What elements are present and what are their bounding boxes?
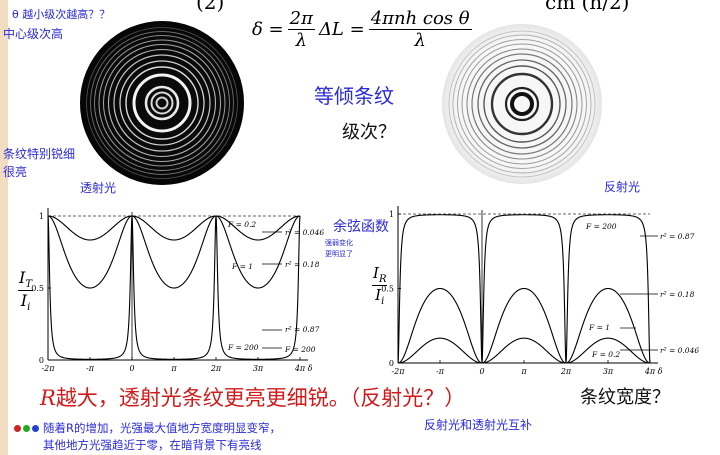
- curve-label: F = 1: [231, 262, 253, 271]
- r2-label: r² = 0.87: [660, 232, 695, 241]
- bullet-text-2: 其他地方光强趋近于零，在暗背景下有亮线: [43, 438, 262, 452]
- dark-fringe-ring: [477, 59, 567, 149]
- sidebar-strip: [0, 0, 8, 455]
- r2-label: r² = 0.87: [285, 325, 320, 334]
- x-tick-label: 4π: [644, 367, 656, 376]
- formula-mid: ΔL =: [318, 18, 365, 40]
- dark-fringe-ring: [504, 86, 540, 122]
- transmitted-fringe-disc: [80, 21, 244, 185]
- note-sharp: 条纹特别锐细: [3, 147, 76, 161]
- note-theta-question: θ 越小级次越高？？: [12, 8, 111, 21]
- formula-frac1: 2π λ: [287, 7, 315, 51]
- note-contrast-2: 更明显了: [325, 250, 353, 258]
- formula-frac1-num: 2π: [287, 7, 315, 30]
- curve-label: F = 0.2: [591, 350, 620, 359]
- x-tick-label: π: [520, 367, 527, 376]
- y-tick-label: 0.5: [31, 284, 44, 293]
- note-order-question: 级次？: [342, 122, 396, 143]
- r2-label: r² = 0.046: [285, 228, 324, 237]
- header-fragment-left: (2): [196, 0, 225, 14]
- disc-shading: [442, 24, 602, 184]
- curve-F-200: [47, 215, 301, 360]
- ylabel-IR-den: Ii: [375, 286, 385, 307]
- x-tick-label: π: [170, 364, 177, 373]
- conclusion-line: R越大，透射光条纹更亮更细锐。（反射光？）: [40, 388, 465, 409]
- conclusion-width: 条纹宽度？: [580, 387, 670, 408]
- note-equal-inclination: 等倾条纹: [314, 84, 394, 108]
- note-contrast-1: 强弱变化: [325, 239, 353, 247]
- x-tick-label: 0: [129, 364, 134, 373]
- bullet-dot-green: [23, 425, 30, 432]
- ylabel-IR-num: IR: [372, 264, 388, 286]
- y-tick-label: 0.5: [381, 285, 394, 294]
- ylabel-IT-den: Ii: [20, 291, 31, 314]
- formula-frac2: 4πnh cos θ λ: [368, 7, 472, 51]
- formula-frac1-den: λ: [295, 29, 307, 51]
- x-tick-label: δ: [658, 367, 663, 376]
- r2-label: r² = 0.046: [660, 346, 699, 355]
- bullet-dot-red: [14, 425, 21, 432]
- y-tick-label: 1: [39, 212, 44, 221]
- x-tick-label: -π: [436, 367, 445, 376]
- label-reflected: 反射光: [604, 180, 641, 194]
- x-tick-label: 2π: [560, 367, 572, 376]
- dark-fringe-ring: [483, 65, 561, 143]
- note-cosine: 余弦函数: [333, 219, 389, 235]
- y-tick-label: 0: [39, 356, 44, 365]
- x-tick-label: 2π: [210, 364, 222, 373]
- header-fragment-right: cm (n/2): [545, 0, 630, 14]
- reflected-fringe-disc: [442, 24, 602, 184]
- reflection-ylabel: IR Ii: [372, 264, 388, 307]
- formula-frac2-den: λ: [414, 29, 426, 51]
- note-complement: 反射光和透射光互补: [424, 418, 533, 432]
- dark-fringe-ring: [457, 39, 587, 169]
- curve-label: F = 200: [227, 343, 259, 352]
- dark-fringe-ring: [510, 92, 534, 116]
- conclusion-main: 越大，透射光条纹更亮更细锐。（反射光？）: [55, 386, 466, 410]
- bullet-dot-blue: [32, 425, 39, 432]
- curve-F-0_2: [398, 337, 650, 364]
- y-tick-label: 0: [389, 359, 394, 368]
- dark-fringe-ring: [452, 34, 592, 174]
- formula-lhs: δ =: [252, 18, 284, 40]
- r2-label: F = 200: [284, 345, 316, 354]
- r2-label: r² = 0.18: [285, 260, 320, 269]
- formula-frac2-num: 4πnh cos θ: [368, 7, 472, 30]
- x-tick-label: -2π: [41, 364, 55, 373]
- conclusion-R: R: [40, 386, 56, 410]
- y-tick-label: 1: [389, 210, 394, 219]
- label-transmitted: 透射光: [80, 181, 117, 195]
- dark-fringe-ring: [448, 30, 596, 178]
- curve-F-200: [397, 214, 651, 364]
- curve-F-0_2: [48, 215, 300, 241]
- r2-label: r² = 0.18: [660, 290, 695, 299]
- x-tick-label: 3π: [603, 367, 614, 376]
- x-tick-label: 3π: [253, 364, 264, 373]
- curve-F-1: [47, 215, 301, 289]
- x-tick-label: δ: [308, 364, 313, 373]
- disc-shading: [80, 21, 244, 185]
- x-tick-label: 0: [479, 367, 484, 376]
- dark-fringe-ring: [461, 43, 583, 165]
- dark-fringe-ring: [466, 48, 578, 160]
- x-tick-label: 4π: [294, 364, 306, 373]
- curve-label: F = 1: [588, 323, 610, 332]
- bullet-text-1: 随着R的增加，光强最大值地方宽度明显变窄，: [43, 421, 281, 435]
- x-tick-label: -2π: [391, 367, 405, 376]
- note-center-high: 中心级次高: [3, 27, 64, 41]
- curve-label: F = 0.2: [227, 220, 256, 229]
- curve-F-1: [397, 287, 651, 364]
- transmission-ylabel: IT Ii: [18, 268, 33, 313]
- curve-label: F = 200: [585, 222, 617, 231]
- ylabel-IT-num: IT: [18, 268, 33, 292]
- note-bright: 很亮: [3, 165, 28, 179]
- dark-fringe-ring: [490, 72, 554, 136]
- formula: δ = 2π λ ΔL = 4πnh cos θ λ: [252, 6, 472, 52]
- x-tick-label: -π: [86, 364, 95, 373]
- dark-fringe-ring: [471, 53, 573, 155]
